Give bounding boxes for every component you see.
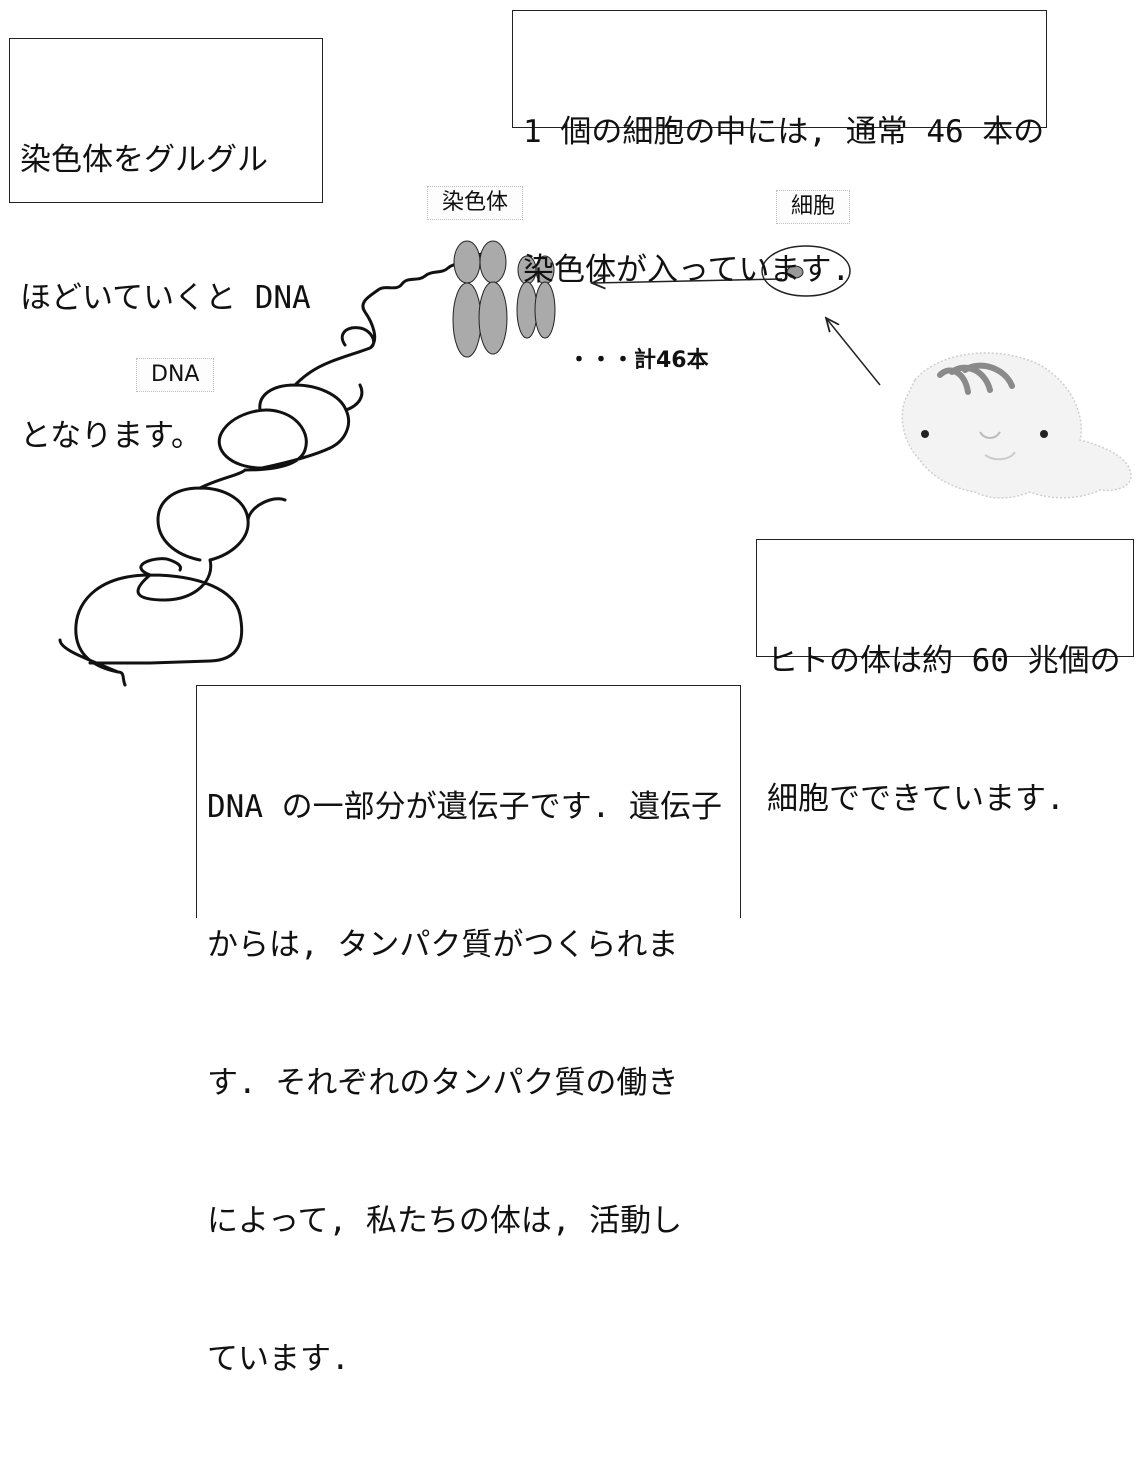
diagram: 染色体をグルグル ほどいていくと DNA となります。 1 個の細胞の中には, … [9,10,1134,1377]
chromosome-large-1 [452,240,482,358]
body-cells-note: ヒトの体は約 60 兆個の 細胞でできています. [756,539,1134,817]
gene-protein-line-3: す. それぞれのタンパク質の働き [207,1065,679,1101]
dna-unwinding-line-2: ほどいていくと DNA [20,280,311,316]
chromosome-label: 染色体 [427,186,524,220]
cell-icon [761,245,851,297]
dna-label: DNA [136,358,215,392]
gene-protein-line-4: によって, 私たちの体は, 活動し [207,1203,683,1239]
dna-strand [58,250,487,687]
baby-icon [901,352,1132,499]
chromosome-small-2 [534,255,556,339]
arrow-cell-to-chromosome [592,279,783,283]
chromosome-count-line-2: 染色体が入っています. [523,252,851,288]
chromosome-total-text: ・・・計46本 [568,348,709,373]
cell-label: 細胞 [776,190,851,224]
arrow-human-to-cell [826,318,881,386]
body-cells-line-2: 細胞でできています. [767,781,1065,817]
gene-protein-line-5: ています. [207,1341,350,1377]
gene-protein-line-1: DNA の一部分が遺伝子です. 遺伝子 [207,789,722,825]
dna-unwinding-line-3: となります。 [20,418,202,454]
chromosome-count-note: 1 個の細胞の中には, 通常 46 本の 染色体が入っています. [512,10,1047,288]
dna-unwinding-note: 染色体をグルグル ほどいていくと DNA となります。 [9,38,323,454]
gene-protein-note: DNA の一部分が遺伝子です. 遺伝子 からは, タンパク質がつくられま す. … [196,685,741,1377]
dna-unwinding-line-1: 染色体をグルグル [20,142,268,178]
body-cells-line-1: ヒトの体は約 60 兆個の [767,643,1121,679]
gene-protein-line-2: からは, タンパク質がつくられま [207,927,679,963]
illustration [58,240,1132,687]
chromosome-large-2 [478,240,508,355]
chromosome-count-line-1: 1 個の細胞の中には, 通常 46 本の [523,114,1045,150]
